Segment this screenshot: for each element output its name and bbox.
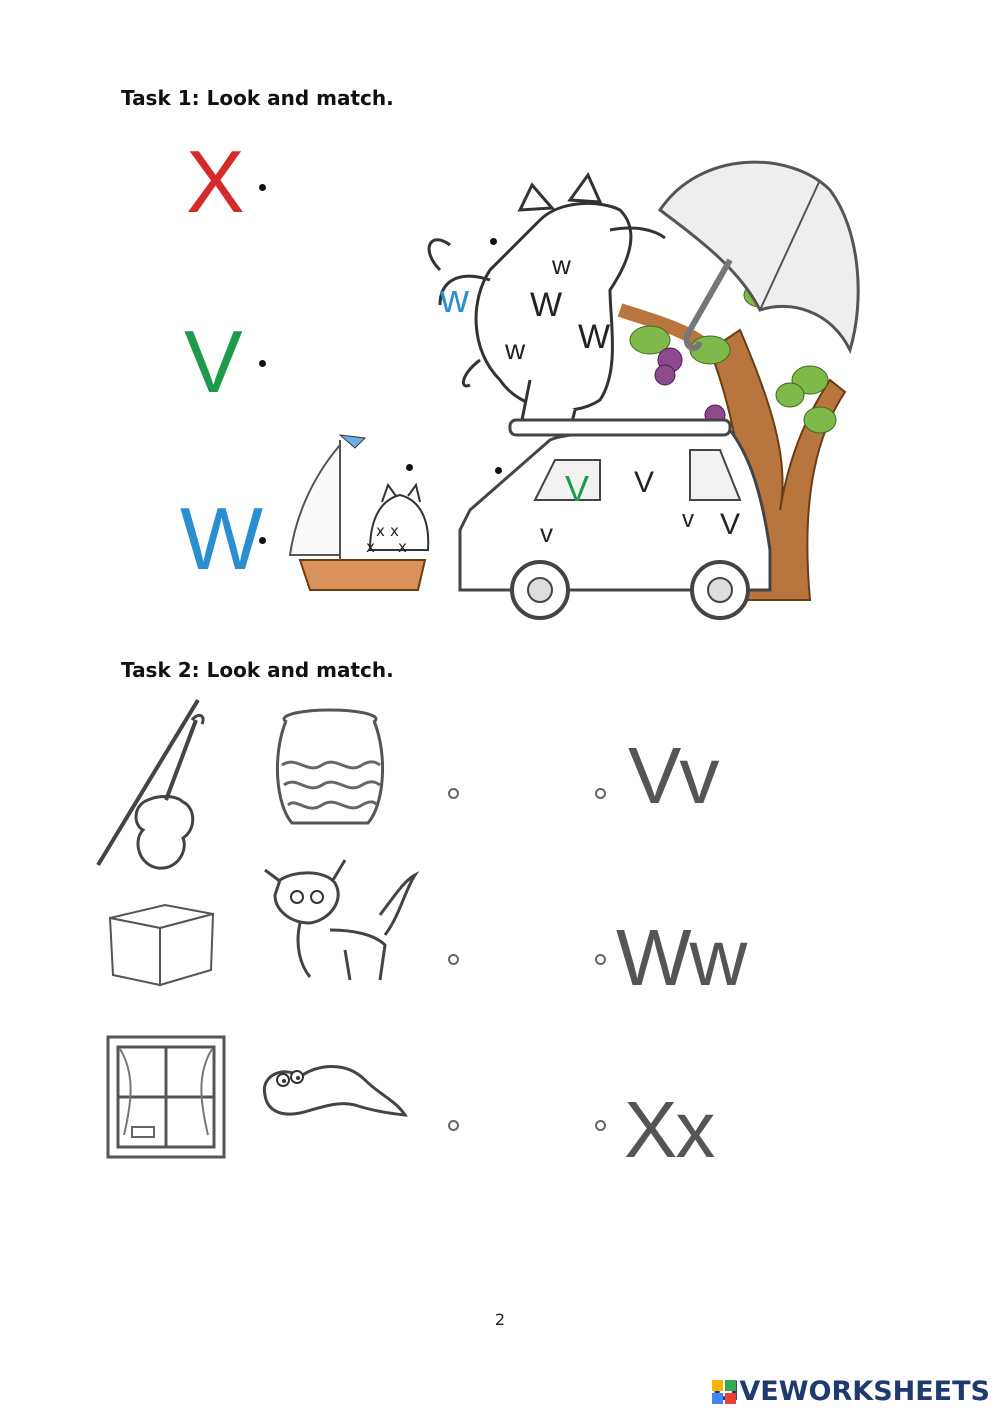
boat-icon: [288, 434, 430, 591]
task2-title: Task 2: Look and match.: [121, 658, 394, 682]
match-dot-x[interactable]: [259, 184, 266, 191]
van-icon: [458, 418, 772, 620]
boat-letter-x: x: [366, 538, 375, 556]
letter-v: V: [184, 312, 243, 411]
match-dot-van[interactable]: [495, 467, 502, 474]
match-ring-left-3[interactable]: [448, 1120, 459, 1131]
violin-icon: [96, 698, 205, 870]
boat-letter-x: x: [398, 538, 407, 556]
task1-title: Task 1: Look and match.: [121, 86, 394, 110]
match-ring-left-1[interactable]: [448, 788, 459, 799]
van-letter-v-green: V: [565, 468, 590, 509]
van-letter-v: v: [540, 518, 553, 548]
vase-icon: [276, 708, 384, 825]
letter-w: W: [180, 489, 264, 588]
van-letter-v: v: [682, 506, 694, 533]
match-dot-v[interactable]: [259, 360, 266, 367]
letter-x: X: [186, 132, 245, 231]
match-ring-right-3[interactable]: [595, 1120, 606, 1131]
umbrella-icon: [657, 160, 860, 355]
van-letter-v: V: [634, 466, 655, 499]
letter-pair-xx: Xx: [624, 1085, 715, 1174]
window-icon: [106, 1035, 226, 1159]
fox-icon: [264, 859, 420, 981]
brand-name: LIVEWORKSHEETS: [712, 1376, 990, 1407]
van-letter-v: V: [720, 508, 741, 541]
page-number: 2: [494, 1310, 506, 1329]
match-dot-w[interactable]: [259, 537, 266, 544]
brand-logo: LIVEWORKSHEETS: [712, 1376, 990, 1407]
match-ring-right-1[interactable]: [595, 788, 606, 799]
match-dot-cat[interactable]: [490, 238, 497, 245]
cat-letter-w: w: [552, 250, 571, 280]
match-ring-left-2[interactable]: [448, 954, 459, 965]
liveworksheets-logo-icon: [712, 1379, 737, 1404]
cat-letter-w: W: [530, 286, 563, 324]
box-icon: [108, 903, 215, 987]
boat-letter-x: x: [390, 522, 399, 540]
match-ring-right-2[interactable]: [595, 954, 606, 965]
scene-illustration: [288, 160, 860, 620]
worm-icon: [262, 1065, 409, 1117]
cat-letter-w: W: [578, 318, 611, 356]
match-dot-boat[interactable]: [406, 464, 413, 471]
letter-pair-vv: Vv: [628, 731, 719, 820]
cat-letter-w-blue: w: [440, 277, 469, 321]
cat-letter-w: w: [505, 334, 526, 365]
boat-letter-x: x: [376, 522, 385, 540]
letter-pair-ww: Ww: [616, 913, 747, 1002]
